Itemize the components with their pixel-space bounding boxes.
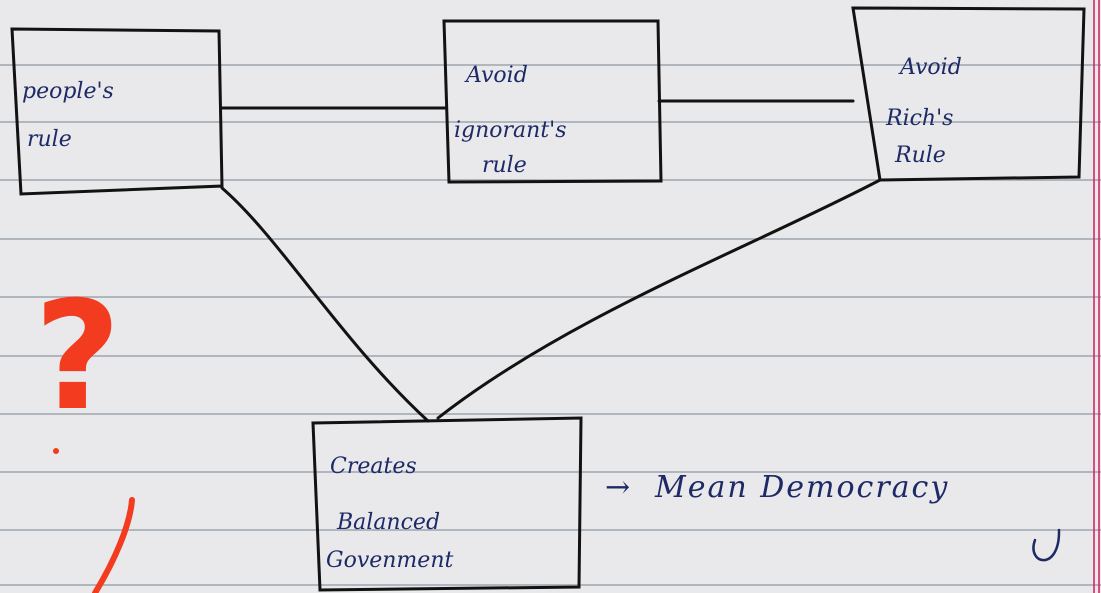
avoid-rich-line-1: Avoid: [898, 55, 962, 80]
avoid-ignorant-rule-box: [442, 19, 663, 184]
mean-democracy-text: Mean Democracy: [654, 470, 949, 505]
arrow-glyph: →: [605, 470, 632, 505]
red-checkmark-icon: [92, 497, 135, 593]
peoples-rule-line-1: people's: [22, 79, 114, 104]
democracy-swash-icon: [1032, 528, 1061, 562]
avoid-rich-rule-box: [851, 6, 1086, 182]
balanced-government-line-3: Govenment: [326, 548, 453, 573]
balanced-government-box: [311, 416, 583, 592]
peoples-rule-box: [10, 27, 224, 196]
avoid-ignorant-line-2: ignorant's: [454, 118, 567, 143]
connector-rich-to-government: [436, 178, 882, 420]
balanced-government-line-1: Creates: [330, 454, 417, 479]
balanced-government-line-2: Balanced: [336, 510, 440, 535]
connector-peoples-to-government: [220, 186, 430, 423]
avoid-rich-line-3: Rule: [894, 143, 946, 168]
avoid-ignorant-line-1: Avoid: [464, 63, 528, 88]
red-question-mark: ?: [34, 270, 121, 444]
avoid-ignorant-line-3: rule: [482, 153, 527, 178]
red-dot-icon: [53, 448, 59, 454]
peoples-rule-line-2: rule: [27, 127, 72, 152]
avoid-rich-line-2: Rich's: [885, 106, 953, 131]
